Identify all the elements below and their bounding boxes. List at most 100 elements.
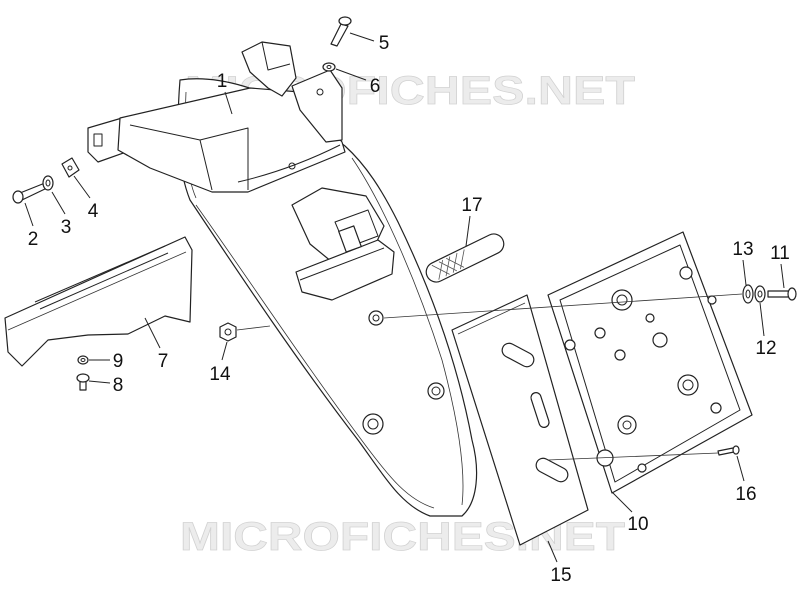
washer-hole bbox=[745, 289, 751, 299]
holder-hole-inner bbox=[682, 379, 694, 391]
fender-hole-inner bbox=[431, 386, 441, 396]
plate-edge bbox=[457, 302, 526, 335]
holder-hole bbox=[645, 313, 655, 323]
holder-hole-inner bbox=[622, 420, 632, 430]
screw-shaft bbox=[330, 23, 349, 47]
leader-line-7 bbox=[144, 317, 161, 349]
connector-slot bbox=[93, 133, 103, 147]
clip-hole bbox=[67, 165, 73, 171]
part-8-screw bbox=[76, 373, 90, 391]
part-2-screw bbox=[12, 182, 48, 204]
callout-1: 1 bbox=[217, 71, 228, 92]
reflector-hatch bbox=[431, 264, 450, 275]
callout-4: 4 bbox=[88, 201, 99, 222]
screw-head bbox=[12, 190, 24, 204]
washer-hole bbox=[757, 290, 763, 298]
holder-hole bbox=[594, 327, 606, 339]
part-14-nut bbox=[219, 322, 237, 342]
leader-line-5 bbox=[349, 32, 375, 42]
holder-hole bbox=[707, 295, 717, 305]
alignment-line-16 bbox=[547, 452, 719, 461]
holder-hole bbox=[617, 415, 637, 435]
holder-hole-inner bbox=[616, 294, 628, 306]
screw-shaft bbox=[717, 447, 735, 456]
plate-body bbox=[451, 294, 589, 546]
plate-slot bbox=[535, 457, 569, 483]
callout-13: 13 bbox=[732, 239, 753, 260]
reflector-body bbox=[425, 233, 505, 283]
part-4-clip-nut bbox=[61, 157, 80, 178]
screw-head bbox=[732, 445, 740, 455]
callout-2: 2 bbox=[28, 229, 39, 250]
holder-hole bbox=[614, 349, 626, 361]
leader-line-2 bbox=[24, 202, 34, 227]
washer-outer bbox=[42, 175, 54, 191]
holder-hole bbox=[652, 332, 668, 348]
callout-14: 14 bbox=[209, 364, 231, 385]
callout-3: 3 bbox=[61, 217, 72, 238]
fender-grommet-hole bbox=[368, 310, 384, 326]
screw-head bbox=[76, 373, 90, 383]
washer-hole bbox=[326, 65, 332, 69]
leader-line-16 bbox=[736, 455, 745, 482]
part-11-screw bbox=[767, 287, 797, 301]
light-lens-frame bbox=[295, 239, 395, 301]
holder-hole bbox=[637, 463, 647, 473]
strip-fold-line bbox=[34, 245, 166, 303]
leader-line-6 bbox=[335, 68, 367, 81]
part-6-washer bbox=[322, 62, 336, 72]
washer-outer bbox=[754, 285, 766, 303]
leader-line-14 bbox=[221, 341, 228, 361]
leader-line-13 bbox=[742, 259, 747, 286]
alignment-line-14 bbox=[236, 325, 271, 331]
part-15-license-plate bbox=[451, 294, 589, 546]
fender-grommet-inner bbox=[372, 314, 380, 322]
part-13-washer bbox=[742, 284, 754, 304]
part-12-washer bbox=[754, 285, 766, 303]
license-plate-light bbox=[291, 187, 395, 301]
light-lens bbox=[338, 225, 362, 253]
fender-hole bbox=[362, 413, 384, 435]
reflector-hatch bbox=[438, 261, 458, 272]
callout-11: 11 bbox=[770, 243, 790, 264]
holder-inner-border bbox=[559, 244, 741, 483]
deck-hole bbox=[288, 162, 296, 170]
callout-7: 7 bbox=[158, 351, 169, 372]
callout-8: 8 bbox=[113, 375, 124, 396]
part-17-reflector bbox=[425, 233, 505, 283]
callout-10: 10 bbox=[627, 514, 648, 535]
holder-hole bbox=[679, 266, 693, 280]
leader-line-17 bbox=[465, 215, 471, 247]
fender-hole-inner bbox=[367, 418, 379, 430]
washer-hole bbox=[80, 358, 86, 362]
strip-edge-line bbox=[7, 251, 187, 331]
nut-body bbox=[219, 322, 237, 342]
upright-hole bbox=[316, 88, 324, 96]
fender-rib-left bbox=[195, 204, 435, 509]
callout-5: 5 bbox=[379, 33, 390, 54]
clip-body bbox=[61, 157, 80, 178]
light-housing bbox=[291, 187, 385, 263]
callout-9: 9 bbox=[113, 351, 124, 372]
leader-line-10 bbox=[611, 491, 633, 513]
washer-outer bbox=[322, 62, 336, 72]
washer-outer bbox=[742, 284, 754, 304]
screw-shaft bbox=[767, 290, 791, 298]
part-9-washer bbox=[77, 355, 89, 365]
plate-slot bbox=[501, 342, 535, 368]
holder-hole bbox=[611, 289, 633, 311]
callout-15: 15 bbox=[550, 565, 571, 586]
lens-edge bbox=[299, 247, 385, 281]
leader-line-3 bbox=[51, 191, 66, 215]
screw-head bbox=[787, 287, 797, 301]
callout-12: 12 bbox=[755, 338, 776, 359]
reflector-hatch bbox=[446, 257, 465, 268]
fender-top-tower bbox=[241, 41, 297, 97]
callout-6: 6 bbox=[370, 76, 381, 97]
leader-line-12 bbox=[759, 302, 765, 337]
washer-hole bbox=[45, 179, 51, 187]
callout-17: 17 bbox=[461, 195, 482, 216]
holder-hole bbox=[710, 402, 722, 414]
leader-line-15 bbox=[547, 540, 558, 563]
strip-fold-line bbox=[39, 252, 169, 310]
